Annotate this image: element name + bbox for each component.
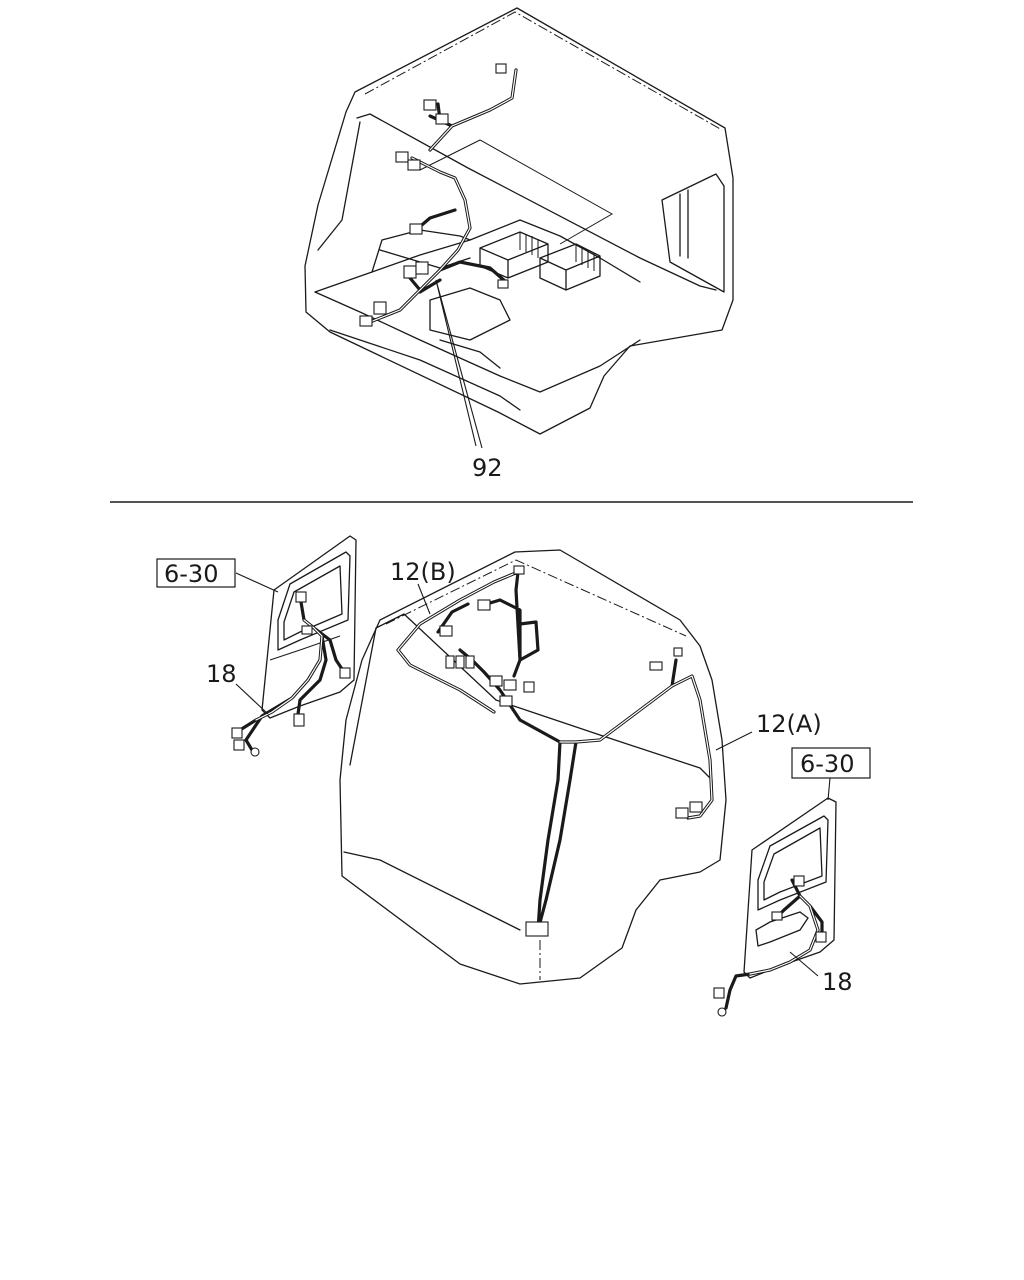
connector-icon bbox=[503, 679, 517, 691]
connector-icon bbox=[445, 655, 455, 669]
connector-icon bbox=[373, 301, 387, 315]
connector-icon bbox=[525, 921, 549, 937]
connector-icon bbox=[815, 931, 827, 943]
callout-12b-leader bbox=[417, 583, 431, 615]
right-door-window bbox=[757, 815, 829, 911]
callout-18-left-leader bbox=[235, 683, 269, 715]
connector-icon bbox=[675, 807, 689, 819]
connector-icon bbox=[423, 99, 437, 111]
right-door-panel bbox=[743, 797, 837, 979]
callout-12a: 12(A) bbox=[756, 710, 822, 738]
connector-icon bbox=[489, 675, 503, 687]
upper-cab-view: 92 bbox=[304, 7, 734, 482]
cab-shell-outline bbox=[304, 7, 734, 435]
connector-icon bbox=[231, 727, 243, 739]
reference-right-leader bbox=[827, 777, 831, 801]
reference-box-right bbox=[791, 747, 871, 779]
reference-left-leader bbox=[235, 572, 279, 593]
floor-panel bbox=[419, 139, 614, 245]
right-door-view: 18 6-30 bbox=[713, 747, 871, 1017]
callout-92-leader bbox=[435, 279, 483, 449]
roof-edge bbox=[364, 11, 723, 131]
connector-icon bbox=[395, 151, 409, 163]
connector-icon bbox=[293, 713, 305, 727]
reference-box-left bbox=[156, 558, 236, 588]
callout-18-left: 18 bbox=[206, 660, 237, 688]
harness-92 bbox=[359, 63, 518, 327]
lower-cab-view: 12(B) 12(A) bbox=[339, 549, 822, 985]
connector-icon bbox=[717, 1007, 727, 1017]
connector-icon bbox=[649, 661, 663, 671]
connector-icon bbox=[403, 265, 417, 279]
reference-left: 6-30 bbox=[164, 560, 218, 588]
connector-icon bbox=[499, 695, 513, 707]
harness-18-left bbox=[231, 591, 351, 757]
connector-icon bbox=[713, 987, 725, 999]
side-window bbox=[661, 173, 725, 293]
connector-icon bbox=[673, 647, 683, 657]
left-door-trim bbox=[269, 635, 341, 661]
connector-icon bbox=[689, 801, 703, 813]
connector-icon bbox=[793, 875, 805, 887]
dashboard-front bbox=[314, 291, 641, 393]
connector-icon bbox=[497, 279, 509, 289]
left-door-view: 18 6-30 bbox=[156, 535, 357, 757]
connector-icon bbox=[439, 625, 453, 637]
connector-icon bbox=[295, 591, 307, 603]
dashboard-top bbox=[314, 219, 641, 293]
connector-icon bbox=[339, 667, 351, 679]
left-door-window bbox=[277, 551, 351, 651]
callout-92: 92 bbox=[472, 454, 503, 482]
connector-icon bbox=[359, 315, 373, 327]
connector-icon bbox=[415, 261, 429, 275]
connector-icon bbox=[523, 681, 535, 693]
callout-18-right: 18 bbox=[822, 968, 853, 996]
console-hatching bbox=[519, 232, 595, 271]
connector-icon bbox=[495, 63, 507, 74]
connector-icon bbox=[301, 625, 313, 635]
connector-icon bbox=[409, 223, 423, 235]
connector-icon bbox=[771, 911, 783, 921]
harness-18-right bbox=[713, 875, 827, 1017]
cab-lower-panel bbox=[343, 851, 521, 931]
connector-icon bbox=[233, 739, 245, 751]
cab-body-outline bbox=[339, 549, 727, 985]
roof-line bbox=[385, 559, 687, 637]
callout-12a-leader bbox=[715, 731, 753, 751]
callout-12b: 12(B) bbox=[390, 558, 456, 586]
roof-harness-12 bbox=[396, 565, 714, 937]
connector-icon bbox=[435, 113, 449, 125]
windshield-lower bbox=[317, 121, 361, 251]
connector-icon bbox=[407, 159, 421, 171]
connector-icon bbox=[250, 747, 260, 757]
connector-icon bbox=[455, 655, 465, 669]
windshield-frame bbox=[356, 113, 717, 291]
callout-18-right-leader bbox=[789, 951, 819, 977]
left-door-panel bbox=[261, 535, 357, 719]
console-block-2 bbox=[539, 243, 601, 291]
connector-icon bbox=[477, 599, 491, 611]
connector-icon bbox=[513, 565, 525, 575]
connector-icon bbox=[465, 655, 475, 669]
reference-right: 6-30 bbox=[800, 750, 854, 778]
